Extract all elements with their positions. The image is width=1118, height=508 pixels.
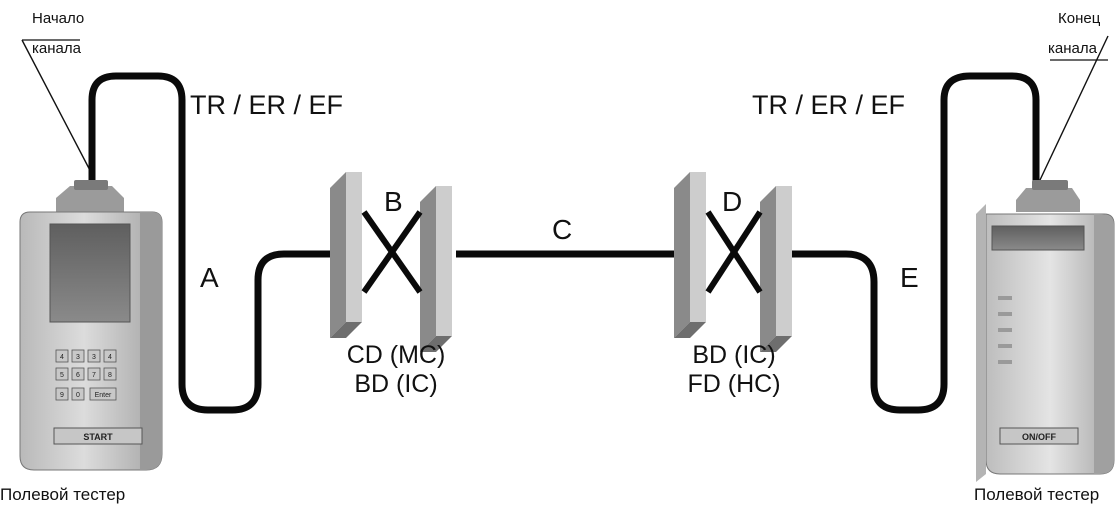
keypad-key (87, 367, 101, 381)
keypad-key (103, 349, 117, 363)
keypad-key-label: 9 (60, 392, 64, 399)
left-panel-labels: CD (MC) BD (IC) (326, 341, 466, 399)
start-pointer (21, 39, 95, 179)
left-tester-screen (49, 223, 131, 323)
cable-a (88, 72, 336, 414)
left-tester-keypad: 4 3 3 4 5 6 7 8 9 0 Enter (55, 349, 117, 401)
right-tester-caption: Полевой тестер (974, 485, 1100, 504)
keypad-key (55, 367, 69, 381)
left-field-tester: 4 3 3 4 5 6 7 8 9 0 Enter START (19, 180, 163, 471)
channel-start-label-line2: канала (32, 40, 81, 57)
keypad-key-label: 3 (92, 354, 96, 361)
right-panel-labels: BD (IC) FD (HC) (664, 341, 804, 399)
keypad-key-label: 6 (76, 372, 80, 379)
keypad-key-label: 5 (60, 372, 64, 379)
segment-d-label: D (722, 186, 743, 217)
channel-end-label-line2: канала (1048, 40, 1097, 57)
link-names-right: TR / ER / EF (752, 90, 906, 120)
channel-end-label-line1: Конец (1058, 10, 1101, 27)
keypad-key-label: 0 (76, 392, 80, 399)
left-tester-caption: Полевой тестер (0, 485, 126, 504)
right-tester-display (991, 225, 1085, 251)
left-panel-label-1: CD (MC) (346, 341, 446, 369)
right-panel-label-1: BD (IC) (692, 341, 776, 369)
left-panel-label-2: BD (IC) (354, 370, 438, 398)
right-tester-indicators (998, 296, 1012, 364)
right-panel-label-2: FD (HC) (687, 370, 781, 398)
keypad-key-label: 7 (92, 372, 96, 379)
keypad-key (89, 387, 117, 401)
cross-connect-d (674, 172, 792, 352)
left-tester-start-label: START (83, 432, 113, 442)
keypad-key-label: 8 (108, 372, 112, 379)
end-pointer (1039, 35, 1109, 181)
right-tester-onoff-label: ON/OFF (1022, 432, 1056, 442)
segment-a-label: A (200, 262, 219, 293)
keypad-key (87, 349, 101, 363)
keypad-key-label: 3 (76, 354, 80, 361)
cross-connect-b (330, 172, 452, 352)
channel-start-label-line1: Начало (32, 10, 85, 27)
keypad-key-label: 4 (60, 354, 64, 361)
link-names-left: TR / ER / EF (190, 90, 344, 120)
segment-c-label: C (552, 214, 573, 245)
cable-e (786, 72, 1040, 414)
right-tester-onoff-button (999, 427, 1079, 445)
segment-e-label: E (900, 262, 919, 293)
keypad-key (71, 367, 85, 381)
keypad-key-label: Enter (95, 392, 112, 399)
keypad-key (55, 349, 69, 363)
keypad-key (55, 387, 69, 401)
left-tester-start-button (53, 427, 143, 445)
keypad-key (103, 367, 117, 381)
keypad-key (71, 349, 85, 363)
segment-b-label: B (384, 186, 403, 217)
right-field-tester: ON/OFF (976, 180, 1115, 482)
keypad-key-label: 4 (108, 354, 112, 361)
keypad-key (71, 387, 85, 401)
